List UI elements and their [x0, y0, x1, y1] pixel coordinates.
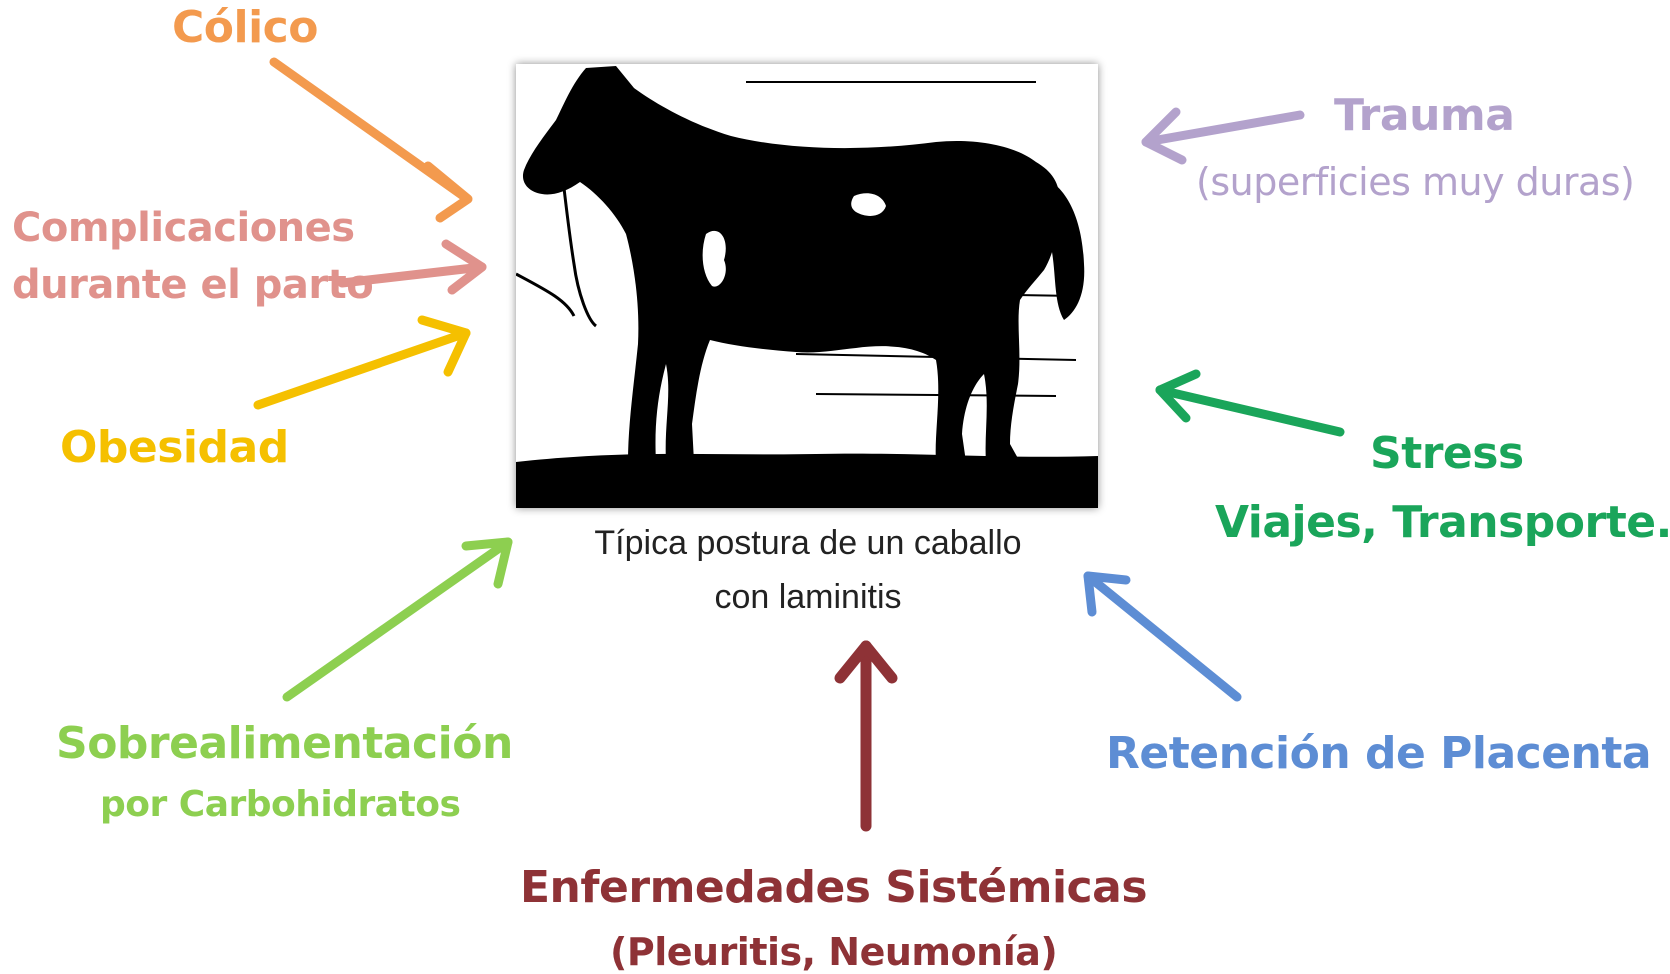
retencion-label: Retención de Placenta	[1106, 728, 1652, 779]
stress-label: Stress	[1370, 428, 1524, 479]
photo-caption-line2: con laminitis	[714, 578, 902, 616]
stress-sublabel: Viajes, Transporte.	[1215, 497, 1670, 548]
sobrealimentacion-sublabel: por Carbohidratos	[100, 784, 461, 825]
colico-label: Cólico	[172, 2, 319, 53]
sistemicas-label: Enfermedades Sistémicas	[520, 862, 1148, 913]
sobrealimentacion-label: Sobrealimentación	[56, 718, 513, 769]
trauma-arrow	[1141, 107, 1305, 165]
complicaciones-label-line2: durante el parto	[12, 262, 374, 308]
stress-arrow	[1155, 369, 1345, 437]
trauma-label: Trauma	[1334, 90, 1515, 141]
sistemicas-sublabel: (Pleuritis, Neumonía)	[610, 930, 1058, 974]
sistemicas-arrow	[834, 640, 898, 832]
obesidad-label: Obesidad	[60, 422, 289, 473]
obesidad-arrow	[253, 315, 471, 410]
trauma-sublabel: (superficies muy duras)	[1196, 160, 1635, 204]
retencion-arrow	[1083, 571, 1242, 702]
horse-photo	[516, 64, 1098, 508]
photo-caption-line1: Típica postura de un caballo	[594, 524, 1022, 562]
sobrealimentacion-arrow	[282, 537, 513, 702]
complicaciones-label-line1: Complicaciones	[12, 205, 355, 251]
colico-arrow	[269, 57, 473, 223]
complicaciones-arrow	[337, 239, 487, 295]
